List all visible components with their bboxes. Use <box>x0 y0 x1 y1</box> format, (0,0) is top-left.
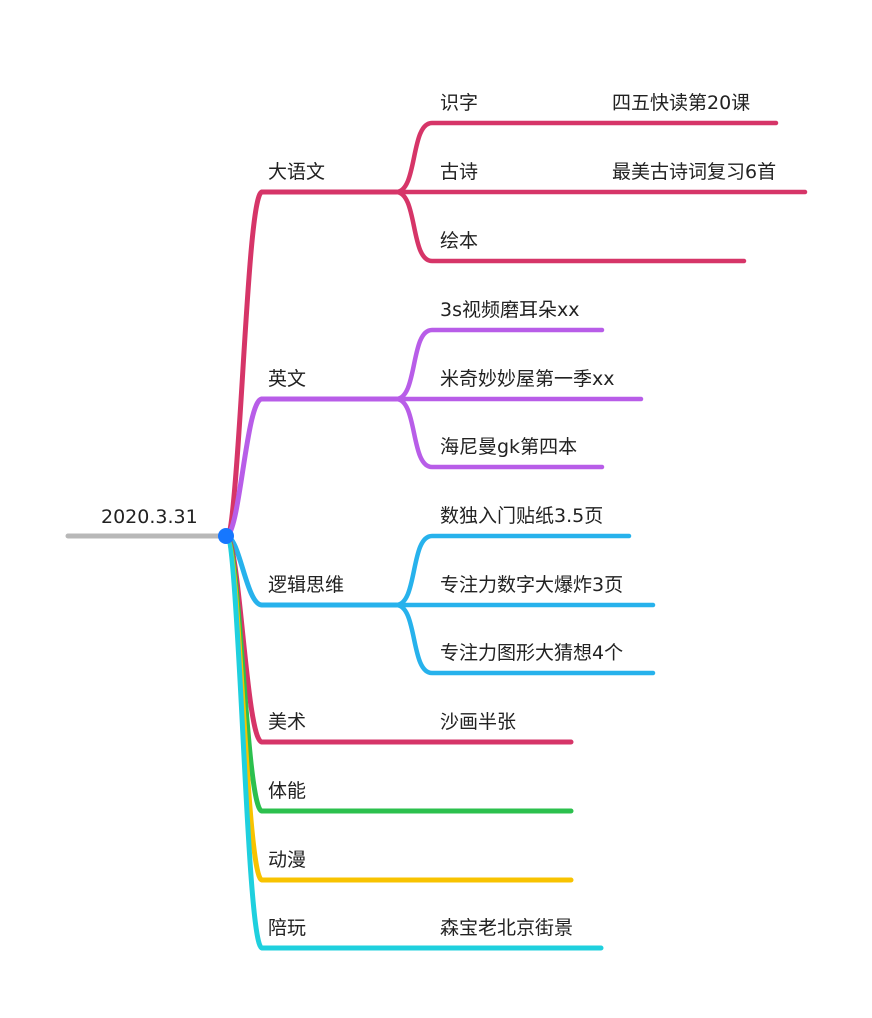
child-label[interactable]: 米奇妙妙屋第一季xx <box>440 368 615 390</box>
branch-label[interactable]: 陪玩 <box>268 917 306 939</box>
branch-label[interactable]: 大语文 <box>268 161 325 183</box>
branch-label[interactable]: 逻辑思维 <box>268 574 344 596</box>
root-label[interactable]: 2020.3.31 <box>101 506 198 528</box>
child-connector <box>393 396 605 470</box>
child-connector <box>393 533 632 608</box>
branch-label[interactable]: 美术 <box>268 711 306 733</box>
child-detail[interactable]: 最美古诗词复习6首 <box>612 161 776 183</box>
branch-label[interactable]: 动漫 <box>268 849 306 871</box>
child-label[interactable]: 绘本 <box>440 230 478 252</box>
child-label[interactable]: 森宝老北京街景 <box>440 917 573 939</box>
child-label[interactable]: 古诗 <box>440 161 478 183</box>
branch-connector <box>223 533 265 951</box>
branch-label[interactable]: 英文 <box>268 368 306 390</box>
child-label[interactable]: 专注力图形大猜想4个 <box>440 642 623 664</box>
branch-connector <box>223 189 265 539</box>
child-label[interactable]: 沙画半张 <box>440 711 516 733</box>
branch-label[interactable]: 体能 <box>268 780 306 802</box>
child-connector <box>393 120 779 195</box>
child-label[interactable]: 海尼曼gk第四本 <box>440 436 577 458</box>
connector-lines <box>65 120 808 951</box>
child-label[interactable]: 识字 <box>440 92 478 114</box>
child-label[interactable]: 数独入门贴纸3.5页 <box>440 505 603 527</box>
child-connector <box>393 602 656 676</box>
child-label[interactable]: 3s视频磨耳朵xx <box>440 299 579 321</box>
child-connector <box>393 189 747 264</box>
child-detail[interactable]: 四五快读第20课 <box>612 92 750 114</box>
child-label[interactable]: 专注力数字大爆炸3页 <box>440 574 623 596</box>
root-node-dot[interactable] <box>218 528 234 544</box>
child-connector <box>393 327 605 402</box>
